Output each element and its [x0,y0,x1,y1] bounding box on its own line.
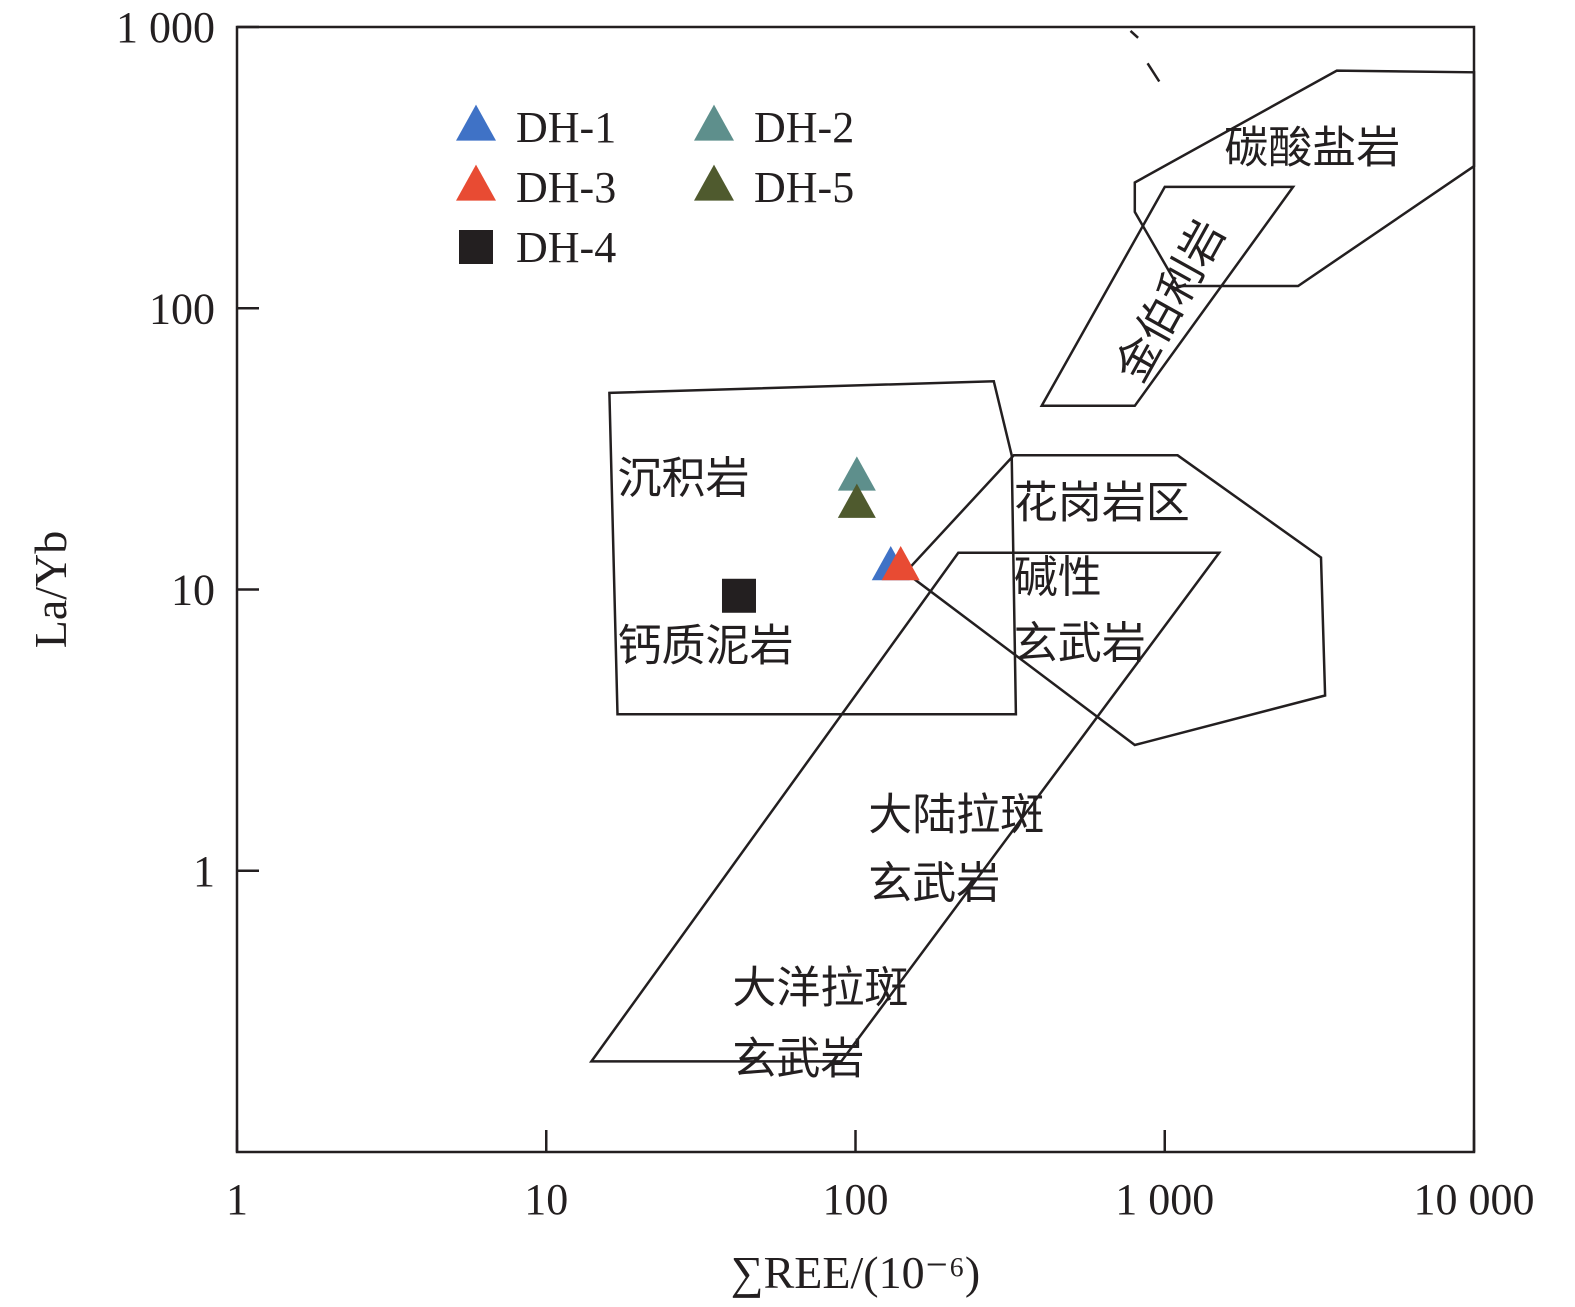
legend-triangle-marker [456,104,496,141]
legend-label: DH-2 [754,103,854,152]
field-label: 碱性 [1014,553,1102,602]
x-tick-label: 1 000 [1115,1175,1214,1224]
x-tick-label: 1 [226,1175,248,1224]
x-axis-title: ∑REE/(10⁻⁶) [731,1247,980,1298]
field-label: 玄武岩 [1014,619,1146,668]
legend-triangle-marker [694,164,734,201]
y-axis-title: La/Yb [25,531,76,649]
field-label: 碳酸盐岩 [1224,123,1400,172]
legend-square-marker [459,230,493,264]
legend-label: DH-3 [516,163,616,212]
legend-triangle-marker [456,164,496,201]
legend-label: DH-4 [516,223,616,272]
y-axis-ticks: 1 10 100 1 000 [116,3,259,896]
field-label: 沉积岩 [618,454,750,503]
field-boundary [588,551,1222,1063]
data-point-triangle [881,546,920,581]
y-tick-label: 1 000 [116,3,215,52]
data-points [721,456,920,613]
field-boundary [1039,185,1296,408]
field-label: 金伯利岩 [1107,212,1235,390]
field-label: 大陆拉斑 [868,791,1044,840]
x-tick-label: 10 000 [1414,1175,1535,1224]
x-tick-label: 100 [823,1175,889,1224]
legend: DH-1 DH-2DH-3DH-4 DH-5 [456,103,854,272]
field-label: 花岗岩区 [1014,479,1190,528]
data-point-triangle [837,483,876,518]
legend-triangle-marker [694,104,734,141]
data-point-square [721,578,756,613]
field-label: 玄武岩 [868,859,1000,908]
y-tick-label: 10 [171,566,215,615]
x-tick-label: 10 [524,1175,568,1224]
field-leader-line [1129,30,1139,39]
field-label: 钙质泥岩 [618,621,794,670]
field-label: 大洋拉斑 [732,964,908,1013]
y-tick-label: 100 [149,284,215,333]
legend-label: DH-1 [516,103,616,152]
field-leader-line [1146,62,1161,83]
y-tick-label: 1 [193,847,215,896]
field-label: 玄武岩 [732,1035,864,1084]
x-axis-ticks: 1 10 100 1 000 10 000 [226,1130,1535,1224]
field-boundary [608,380,1018,716]
legend-label: DH-5 [754,163,854,212]
data-point-triangle [837,456,876,491]
